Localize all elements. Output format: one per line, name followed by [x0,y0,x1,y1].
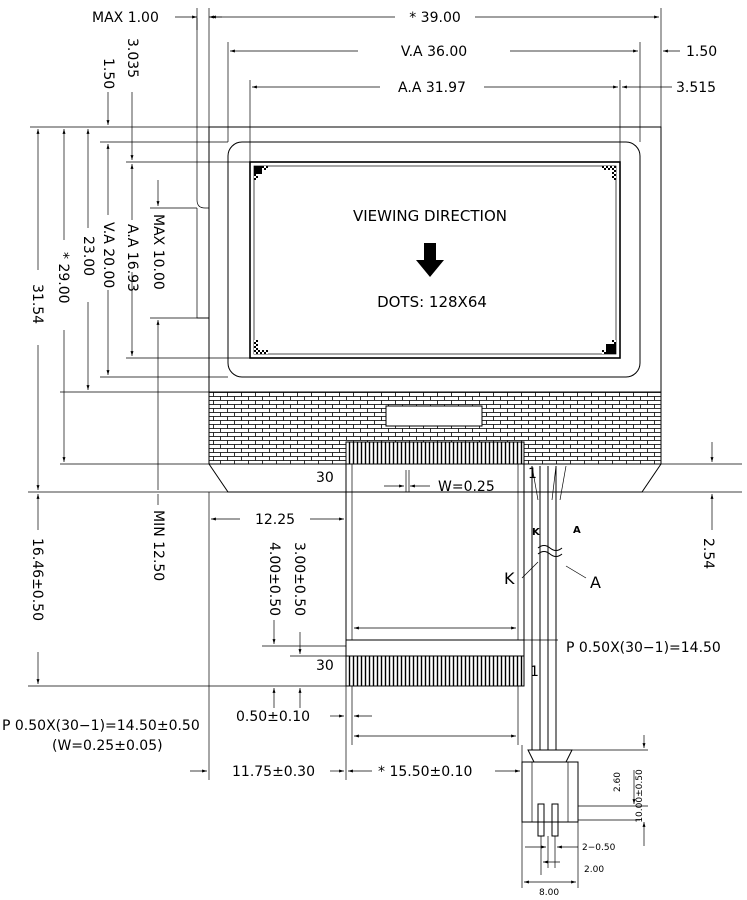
dim-pin-spacing: 2−0.50 [582,843,616,853]
viewing-direction-label: VIEWING DIRECTION [353,207,507,225]
connector-body [521,749,640,837]
k-small-label: K [532,527,541,538]
active-area [249,161,621,359]
a-label: A [590,573,601,592]
dots-label: DOTS: 128X64 [377,293,487,311]
dim-aa-right-offset: 3.515 [676,80,716,96]
dim-connector-height-a: 2.60 [613,772,623,792]
dim-aa-top-offset: 3.035 [124,38,140,78]
pin-count-bottom: 30 [316,658,334,674]
pin-one-bottom: 1 [530,664,539,680]
fpc-dimensions [190,442,714,780]
dim-va-right-offset: 1.50 [686,44,717,60]
dim-pitch-left: P 0.50X(30−1)=14.50±0.50 [2,718,200,734]
dim-trace-width: W=0.25 [438,479,495,495]
pin-one-top: 1 [528,466,537,482]
left-dimensions [28,92,742,687]
dim-max-height: MAX 10.00 [150,214,166,290]
fpc-cable [345,464,525,745]
module-bevel [208,463,662,493]
dim-fpc-left-offset: 12.25 [255,512,295,528]
dim-right-offset: 2.54 [700,538,716,569]
dim-total-height: 31.54 [29,284,45,324]
led-wires [531,465,567,750]
side-profile [196,18,210,319]
k-label: K [504,569,515,588]
viewing-area [227,141,641,378]
dim-va-width: V.A 36.00 [401,44,467,60]
dim-pitch-right: P 0.50X(30−1)=14.50 [566,640,721,656]
connector-dimensions [521,735,648,888]
dim-connector-width: 8.00 [539,888,559,898]
dim-23: 23.00 [80,236,96,276]
fpc-bottom-pins [345,655,525,687]
dim-max-thickness: MAX 1.00 [92,10,159,26]
dim-min-length: MIN 12.50 [150,510,166,581]
dim-fpc-length: 16.46±0.50 [29,538,45,621]
dim-contact-length: 4.00±0.50 [266,542,282,616]
top-dimensions [175,8,680,162]
dim-pin-pitch: 2.00 [584,865,604,875]
dim-connector-height-b: 10.00±0.50 [635,769,645,823]
fpc-top-pins [345,441,525,465]
dim-stiffener-length: 3.00±0.50 [291,542,307,616]
dim-outline-width: * 39.00 [409,10,461,26]
dim-outline-height: * 29.00 [55,252,71,304]
dim-aa-height: A.A 16.93 [124,224,140,292]
a-small-label: A [573,525,581,536]
dim-va-top-offset: 1.50 [100,58,116,89]
dim-width-tolerance: (W=0.25±0.05) [52,738,163,754]
dim-pad-width: 0.50±0.10 [236,709,310,725]
pin-count-top: 30 [316,470,334,486]
dim-va-height: V.A 20.00 [100,222,116,288]
dim-aa-width: A.A 31.97 [398,80,466,96]
dim-fpc-width: * 15.50±0.10 [378,764,472,780]
dim-left-offset: 11.75±0.30 [232,764,315,780]
arrow-down-icon [416,243,444,277]
